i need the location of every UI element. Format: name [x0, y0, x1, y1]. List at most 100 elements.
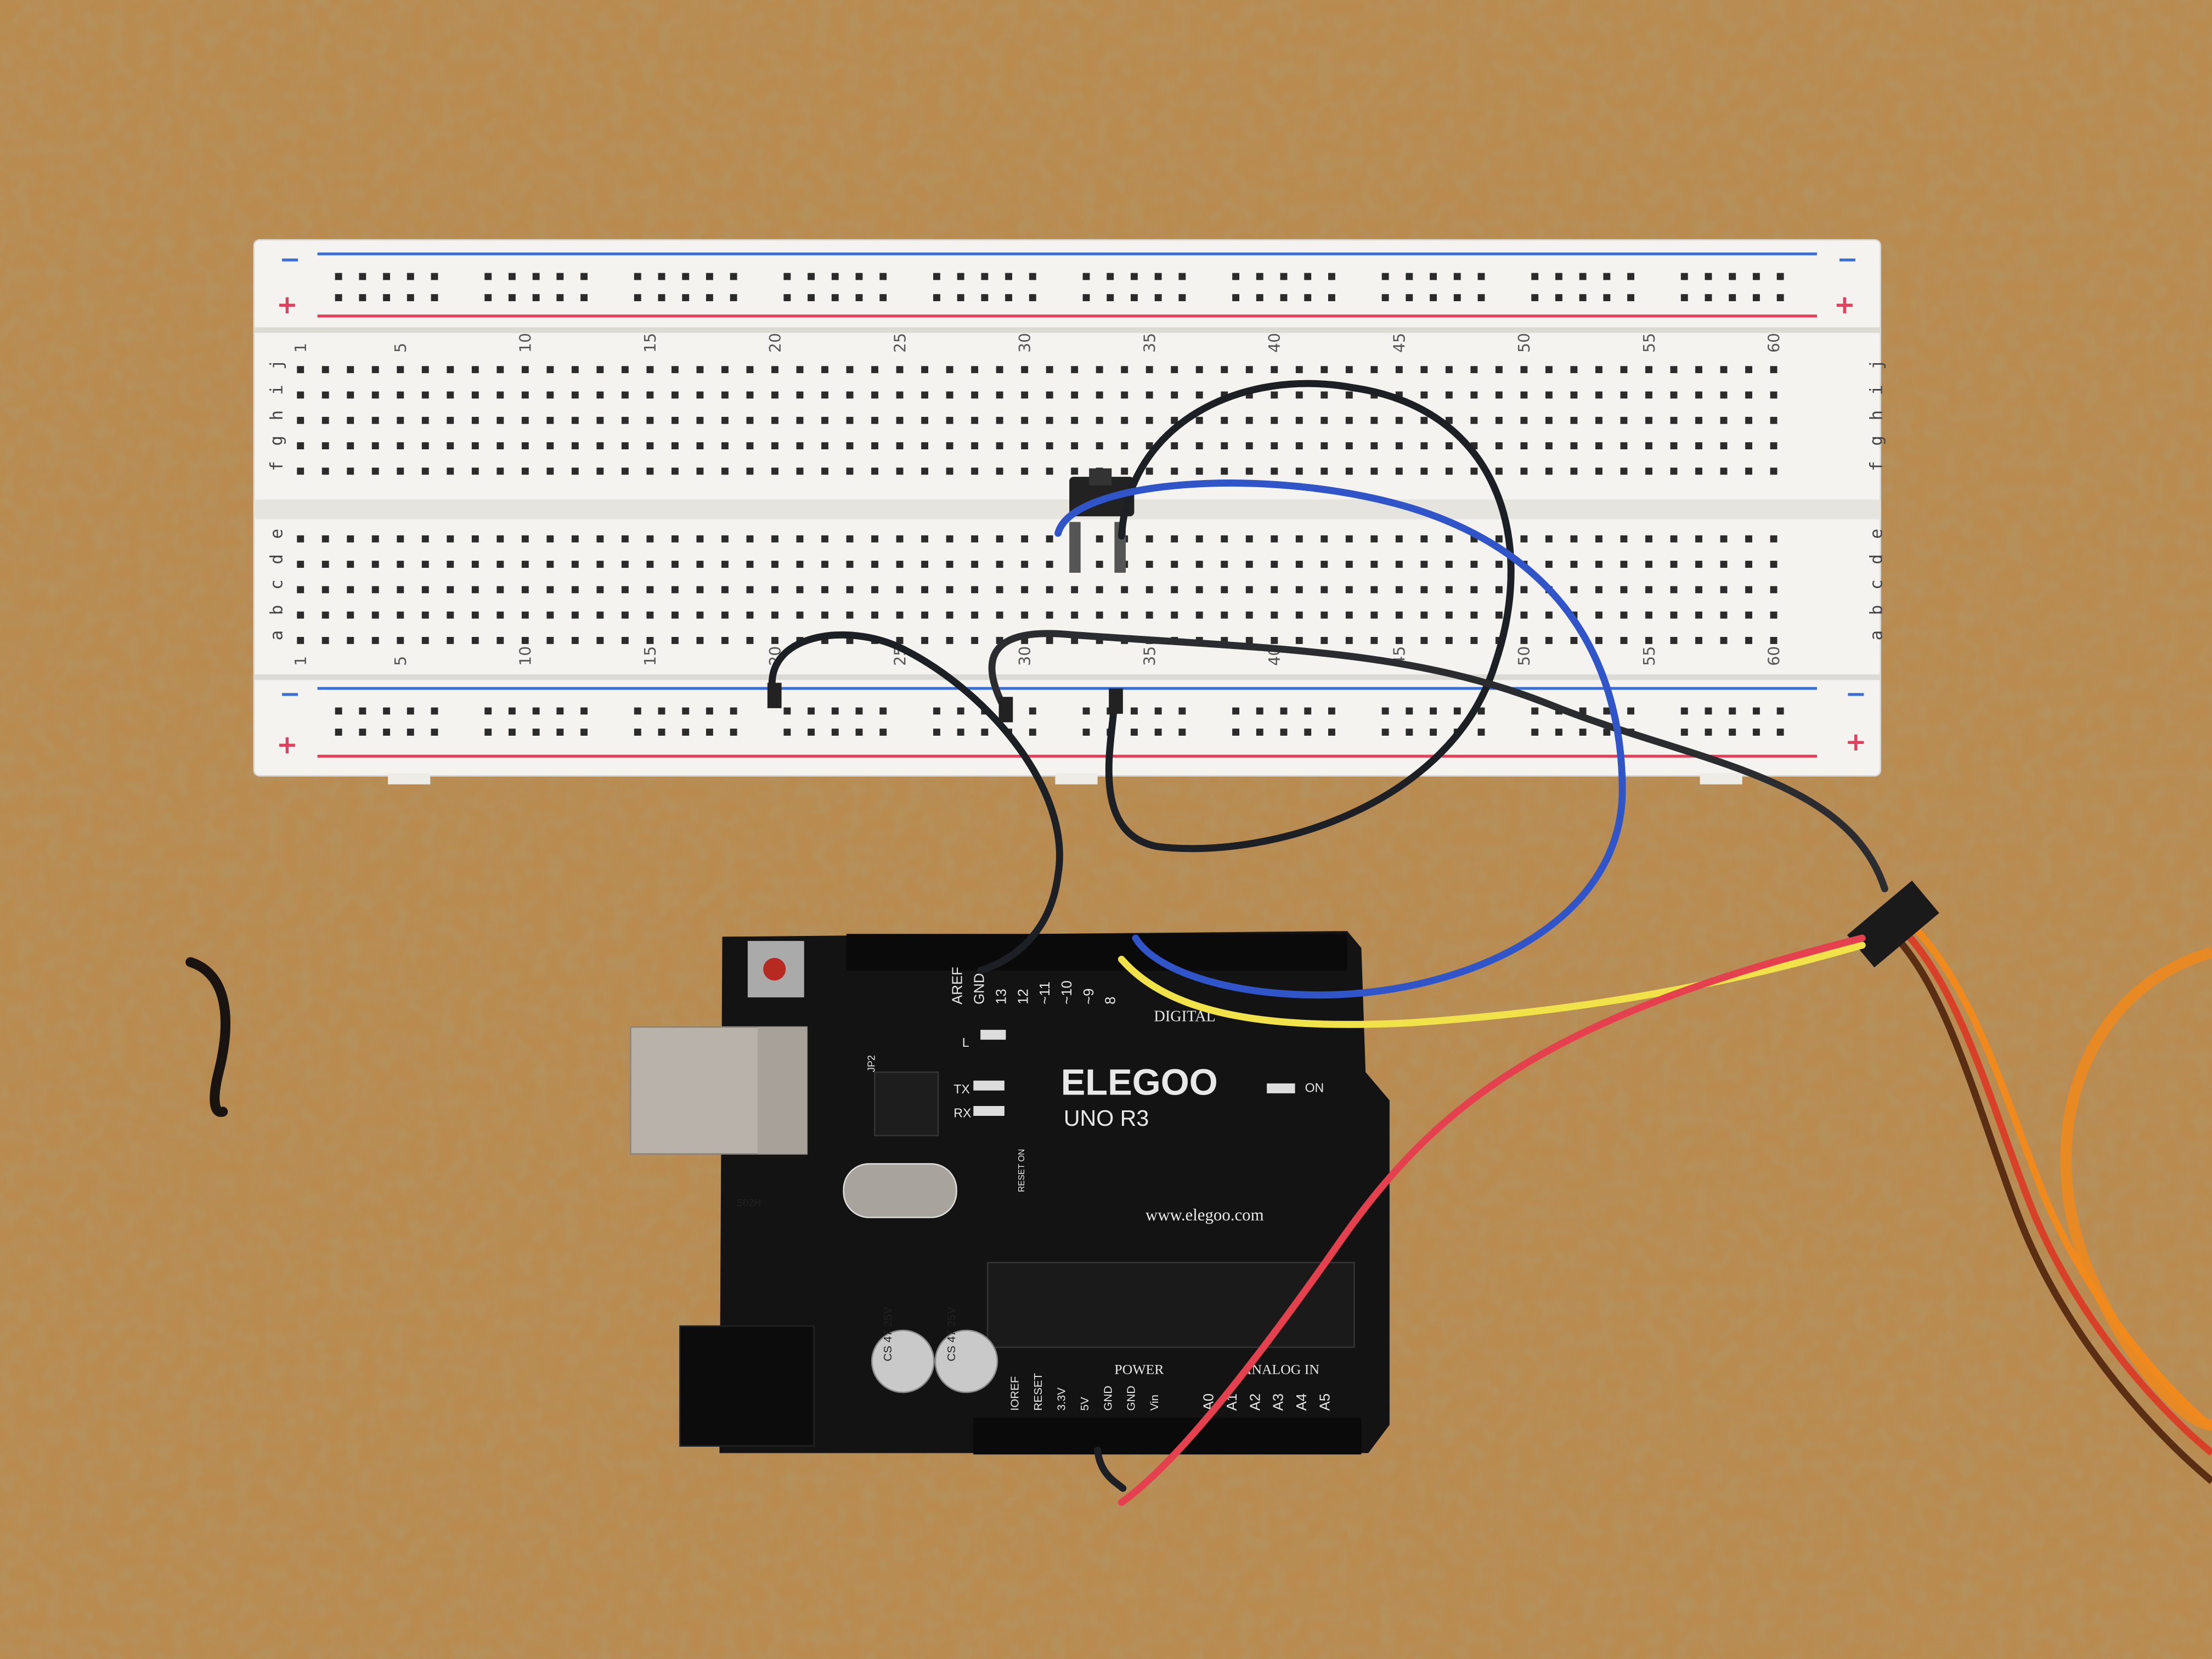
breadboard-hole: [1695, 442, 1702, 449]
breadboard-hole: [871, 535, 878, 543]
breadboard-hole: [946, 391, 953, 399]
breadboard-hole: [946, 561, 953, 568]
rail-hole: [658, 707, 665, 715]
breadboard-hole: [746, 586, 754, 594]
breadboard-hole: [1245, 442, 1253, 449]
rail-minus-label: −: [279, 245, 301, 274]
breadboard-hole: [1271, 416, 1278, 424]
black-wire-gnd[interactable]: [768, 631, 1063, 974]
breadboard-hole: [821, 611, 828, 619]
breadboard-hole: [371, 561, 379, 568]
rail-hole: [933, 729, 940, 736]
breadboard-hole: [1595, 561, 1602, 568]
breadboard-hole: [896, 442, 904, 449]
breadboard-hole: [996, 586, 1003, 594]
rail-hole: [1256, 273, 1263, 280]
breadboard-hole: [1720, 535, 1728, 543]
breadboard-hole: [1645, 391, 1652, 399]
breadboard-hole: [1720, 366, 1728, 374]
rail-hole: [383, 707, 390, 715]
breadboard-hole: [1720, 637, 1728, 644]
rail-hole: [1232, 294, 1239, 301]
column-label: 20: [766, 333, 785, 353]
pin-label: IOREF: [1009, 1376, 1022, 1411]
breadboard-hole: [1470, 561, 1478, 568]
breadboard-hole: [1046, 442, 1053, 449]
breadboard-hole: [1420, 442, 1428, 449]
breadboard-hole: [1245, 366, 1253, 374]
pin-label: A5: [1318, 1393, 1333, 1410]
breadboard-hole: [571, 467, 579, 475]
breadboard-hole: [1670, 467, 1678, 475]
rail-hole: [879, 729, 887, 736]
breadboard-hole: [746, 442, 754, 449]
rail-hole: [1381, 273, 1389, 280]
breadboard-hole: [596, 586, 604, 594]
black-wire-loop[interactable]: [1105, 380, 1515, 853]
rail-hole: [1178, 273, 1186, 280]
breadboard-hole: [1445, 611, 1453, 619]
rail-hole: [1430, 729, 1437, 736]
red-wire[interactable]: [1118, 934, 1866, 1506]
breadboard-hole: [621, 611, 629, 619]
rail-hole: [1729, 707, 1736, 715]
breadboard-hole: [1645, 611, 1652, 619]
breadboard-hole: [896, 535, 904, 543]
rail-hole: [808, 273, 815, 280]
breadboard-hole: [1021, 467, 1029, 475]
breadboard-hole: [471, 442, 479, 449]
rail-hole: [1579, 729, 1587, 736]
servo-connector[interactable]: [1847, 881, 1939, 968]
rail-hole: [1280, 707, 1288, 715]
rail-hole: [808, 729, 815, 736]
breadboard-hole: [1046, 637, 1053, 644]
breadboard-hole: [1395, 586, 1403, 594]
breadboard-hole: [347, 637, 354, 644]
breadboard-hole: [1620, 467, 1628, 475]
rail-hole: [879, 294, 887, 301]
breadboard-hole: [1620, 416, 1628, 424]
breadboard-hole: [1620, 611, 1628, 619]
rail-hole: [634, 729, 641, 736]
breadboard-hole: [821, 416, 828, 424]
breadboard-hole: [1620, 366, 1628, 374]
breadboard-hole: [1470, 416, 1478, 424]
breadboard-hole: [1295, 416, 1303, 424]
rail-hole: [706, 294, 713, 301]
breadboard-hole: [871, 467, 878, 475]
breadboard-hole: [596, 416, 604, 424]
breadboard-hole: [397, 637, 404, 644]
breadboard-hole: [1370, 586, 1378, 594]
breadboard-hole: [1096, 561, 1103, 568]
black-wire-servo-ground[interactable]: [988, 630, 1888, 893]
breadboard-hole: [821, 391, 828, 399]
breadboard-hole: [297, 366, 304, 374]
rail-hole: [831, 729, 839, 736]
rail-hole: [532, 729, 540, 736]
rail-hole: [1603, 273, 1611, 280]
breadboard-hole: [1695, 637, 1702, 644]
column-label: 5: [392, 343, 410, 353]
rail-hole: [1430, 273, 1437, 280]
breadboard-hole: [672, 637, 679, 644]
breadboard-hole: [946, 637, 953, 644]
breadboard-hole: [1046, 366, 1053, 374]
breadboard-hole: [471, 416, 479, 424]
breadboard-hole: [1720, 416, 1728, 424]
rail-minus-label: −: [1845, 679, 1866, 709]
breadboard-hole: [1370, 366, 1378, 374]
breadboard-hole: [1770, 637, 1778, 644]
breadboard-hole: [846, 586, 854, 594]
breadboard-hole: [1445, 391, 1453, 399]
breadboard-hole: [1420, 366, 1428, 374]
breadboard-hole: [1645, 442, 1652, 449]
breadboard-hole: [297, 416, 304, 424]
blue-wire[interactable]: [1054, 479, 1626, 999]
breadboard-hole: [1321, 535, 1328, 543]
breadboard-hole: [1620, 535, 1628, 543]
yellow-wire[interactable]: [1118, 941, 1866, 1028]
pin-label: GND: [972, 973, 988, 1005]
breadboard-hole: [1146, 611, 1153, 619]
breadboard-hole: [1470, 391, 1478, 399]
rail-hole: [1430, 294, 1437, 301]
